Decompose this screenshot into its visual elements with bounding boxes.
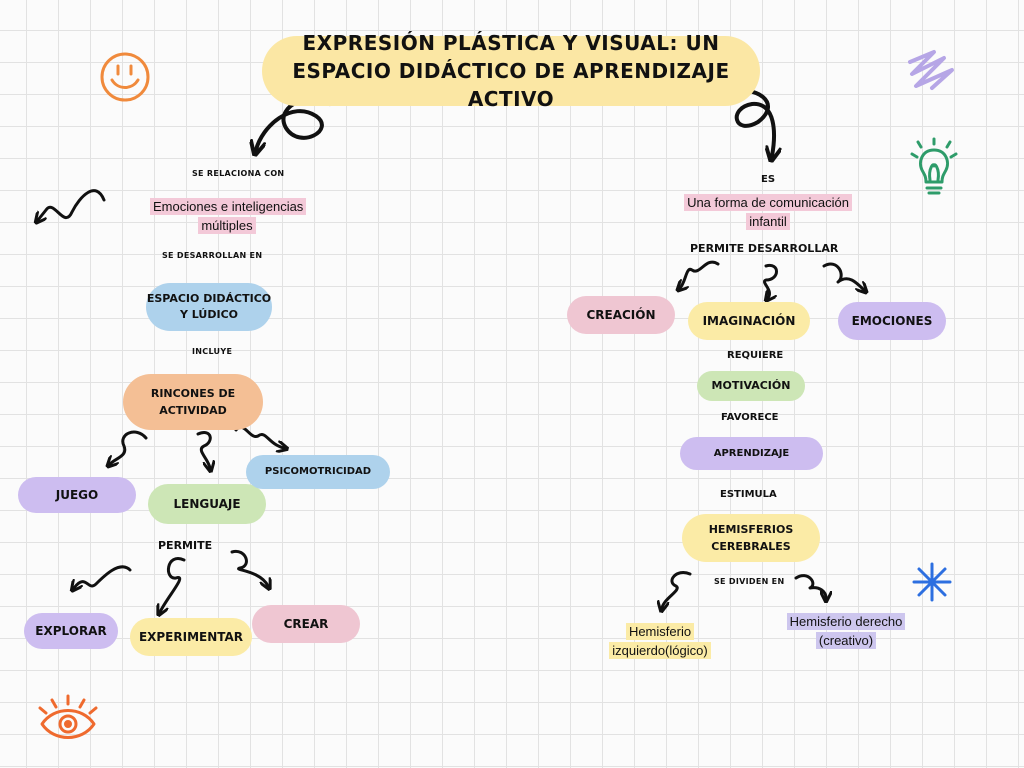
arrow-to-emociones	[822, 262, 864, 290]
arrow-to-psicomotricidad	[234, 425, 284, 448]
link-label-permite: permite	[158, 539, 213, 552]
node-explorar: Explorar	[24, 613, 118, 649]
title-node: Expresión plástica y visual: un espacio …	[262, 31, 760, 111]
arrow-to-juego	[110, 430, 148, 464]
node-imaginacion: Imaginación	[688, 302, 810, 340]
arrow-to-izquierdo	[662, 571, 692, 608]
node-emociones: Emociones	[838, 302, 946, 340]
arrow-to-derecho	[794, 574, 826, 598]
node-espacio-didactico: Espacio didáctico y lúdico	[146, 283, 272, 331]
smiley-icon	[100, 52, 150, 102]
arrow-to-creacion	[680, 260, 720, 288]
node-hemisferios-cerebrales: Hemisferios cerebrales	[682, 514, 820, 562]
link-label-relaciona: se relaciona con	[192, 169, 285, 178]
node-crear: Crear	[252, 605, 360, 643]
node-hemisferio-derecho: Hemisferio derecho (creativo)	[778, 612, 914, 650]
link-label-favorece: favorece	[721, 412, 779, 423]
arrow-to-lenguaje	[196, 431, 210, 468]
node-experimentar: Experimentar	[130, 618, 252, 656]
node-psicomotricidad: Psicomotricidad	[246, 455, 390, 489]
node-creacion: Creación	[567, 296, 675, 334]
node-lenguaje: Lenguaje	[148, 484, 266, 524]
arrow-to-imaginacion	[763, 263, 778, 298]
link-label-estimula: estimula	[720, 489, 777, 500]
node-aprendizaje: Aprendizaje	[680, 437, 823, 470]
arrow-to-explorar	[74, 565, 132, 588]
scribble-icon	[908, 50, 954, 90]
link-label-es: es	[761, 174, 776, 185]
lightbulb-icon	[910, 137, 958, 195]
node-comunicacion-infantil: Una forma de comunicación infantil	[670, 193, 866, 231]
node-motivacion: Motivación	[697, 371, 805, 401]
node-emociones-inteligencias: Emociones e inteligencias múltiples	[150, 197, 307, 235]
node-hemisferio-izquierdo: Hemisferio izquierdo(lógico)	[600, 622, 720, 660]
arrow-to-crear	[230, 549, 268, 586]
node-juego: Juego	[18, 477, 136, 513]
link-label-requiere: requiere	[727, 350, 784, 361]
arrow-squiggle-left	[38, 189, 106, 220]
link-label-se-dividen: se dividen en	[714, 577, 785, 586]
star-icon	[912, 562, 952, 602]
node-rincones-actividad: Rincones de actividad	[123, 374, 263, 430]
link-label-desarrollan: se desarrollan en	[162, 251, 263, 260]
arrow-to-experimentar	[160, 557, 186, 612]
eye-icon	[38, 694, 98, 739]
link-label-permite-desarrollar: permite desarrollar	[690, 242, 839, 255]
link-label-incluye: incluye	[192, 347, 233, 356]
page-title: Expresión plástica y visual: un espacio …	[292, 31, 730, 111]
